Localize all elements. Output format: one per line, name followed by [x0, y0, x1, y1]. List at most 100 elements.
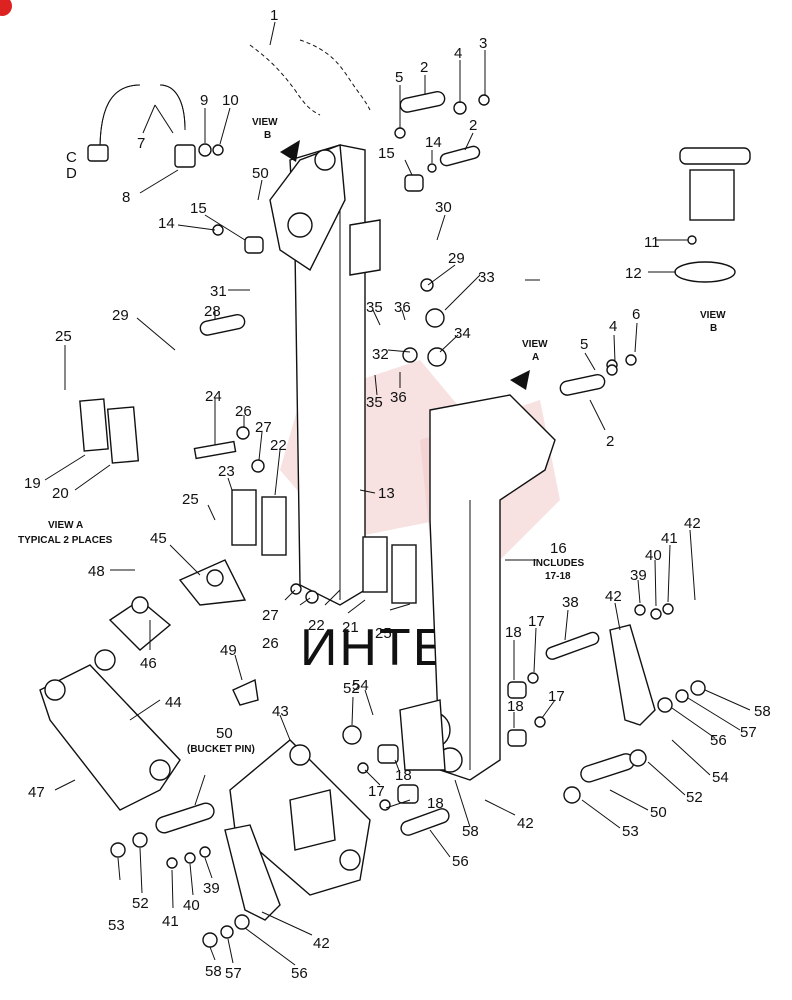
callout-6: 6 [632, 306, 640, 323]
callout-31: 31 [210, 283, 227, 300]
callout-53-mid: 54 [352, 677, 369, 694]
callout-2-right: 2 [606, 433, 614, 450]
callout-13: 13 [378, 485, 395, 502]
item16-line1: 16 [550, 540, 567, 557]
callout-35-top: 35 [366, 299, 383, 316]
callout-18-top: 18 [395, 767, 412, 784]
callout-29-left: 29 [112, 307, 129, 324]
callout-54: 56 [452, 853, 469, 870]
view-a-mid-line1: VIEW [522, 339, 548, 350]
callout-2-mid: 2 [469, 117, 477, 134]
callout-51-left: 52 [132, 895, 149, 912]
callout-48: 48 [88, 563, 105, 580]
callout-3: 3 [479, 35, 487, 52]
view-b-top-line2: B [264, 130, 271, 141]
callout-46: 46 [140, 655, 157, 672]
callout-4-top: 4 [454, 45, 462, 62]
view-b-right-line1: VIEW [700, 310, 726, 321]
leader-lines [44, 21, 751, 966]
callout-58: 58 [462, 823, 479, 840]
hose-pair [249, 39, 371, 116]
callout-26-bot: 26 [262, 635, 279, 652]
callout-21: 21 [342, 619, 359, 636]
item16-line2: INCLUDES [533, 558, 584, 569]
callout-55-right: 56 [710, 732, 727, 749]
callout-55-left: 56 [291, 965, 308, 982]
callout-38-left: 39 [203, 880, 220, 897]
callout-47: 47 [28, 784, 45, 801]
callout-22-bot: 22 [308, 617, 325, 634]
view-a-bracket [108, 559, 259, 706]
callout-27-bot: 27 [262, 607, 279, 624]
callout-17-b: 17 [548, 688, 565, 705]
callout-18-a: 18 [505, 624, 522, 641]
callout-56-left: 57 [225, 965, 242, 982]
callout-33: 33 [478, 269, 495, 286]
callout-43: 43 [272, 703, 289, 720]
callout-32: 32 [372, 346, 389, 363]
callout-51-mid: 52 [343, 680, 360, 697]
callout-49: 49 [220, 642, 237, 659]
view-a-left-line1: VIEW A [48, 520, 83, 531]
callout-36-top: 36 [394, 299, 411, 316]
callout-8: 8 [122, 189, 130, 206]
hydraulic-hoses [87, 84, 196, 168]
callout-12: 12 [625, 265, 642, 282]
callout-35-bot: 35 [366, 394, 383, 411]
callout-36-bot: 36 [390, 389, 407, 406]
pins [155, 90, 635, 836]
callout-18-mid: 18 [427, 795, 444, 812]
callout-22-top: 22 [270, 437, 287, 454]
callout-5-top: 5 [395, 69, 403, 86]
view-b-detail [674, 147, 751, 283]
callout-40-right: 41 [661, 530, 678, 547]
corner-mark [0, 0, 12, 16]
captions: VIEW B VIEW B VIEW A VIEW A TYPICAL 2 PL… [18, 117, 726, 755]
callout-9: 9 [200, 92, 208, 109]
view-a-left-line2: TYPICAL 2 PLACES [18, 535, 113, 546]
callout-51-right: 52 [686, 789, 703, 806]
callout-7: 7 [137, 135, 145, 152]
callout-34: 34 [454, 325, 471, 342]
callout-25-top: 25 [55, 328, 72, 345]
callout-56-right: 57 [740, 724, 757, 741]
callout-53-right: 54 [712, 769, 729, 786]
link-plate [39, 649, 181, 811]
callout-17-a: 17 [528, 613, 545, 630]
bucket-pin-line2: (BUCKET PIN) [187, 744, 255, 755]
callout-42-bot: 42 [313, 935, 330, 952]
callout-14-top: 14 [425, 134, 442, 151]
callout-41-bot: 42 [517, 815, 534, 832]
callout-26-top: 26 [235, 403, 252, 420]
callout-15-mid: 15 [190, 200, 207, 217]
callout-14-mid: 14 [158, 215, 175, 232]
boom-section [399, 394, 556, 781]
callout-45: 45 [150, 530, 167, 547]
callout-17-mid: 17 [368, 783, 385, 800]
callout-28: 28 [204, 303, 221, 320]
letter-c: C [66, 149, 77, 166]
callout-44: 44 [165, 694, 182, 711]
bucket-link [229, 739, 371, 896]
dipper-stick [269, 144, 381, 606]
callout-1: 1 [270, 7, 278, 24]
view-b-top-line1: VIEW [252, 117, 278, 128]
callout-42-right: 42 [605, 588, 622, 605]
view-arrows [280, 140, 530, 390]
callout-4-right: 4 [609, 318, 617, 335]
callout-40-left: 41 [162, 913, 179, 930]
letter-d: D [66, 165, 77, 182]
callout-15-top: 15 [378, 145, 395, 162]
callout-27-top: 27 [255, 419, 272, 436]
wear-pads [79, 398, 417, 604]
callout-20: 20 [52, 485, 69, 502]
view-a-mid-line2: A [532, 352, 539, 363]
callout-57-right: 58 [754, 703, 771, 720]
callout-2-top: 2 [420, 59, 428, 76]
item16-line3: 17-18 [545, 571, 571, 582]
callout-29-right: 29 [448, 250, 465, 267]
callout-38-right: 39 [630, 567, 647, 584]
callout-52-left: 53 [108, 917, 125, 934]
bucket-pin-line1: 50 [216, 725, 233, 742]
